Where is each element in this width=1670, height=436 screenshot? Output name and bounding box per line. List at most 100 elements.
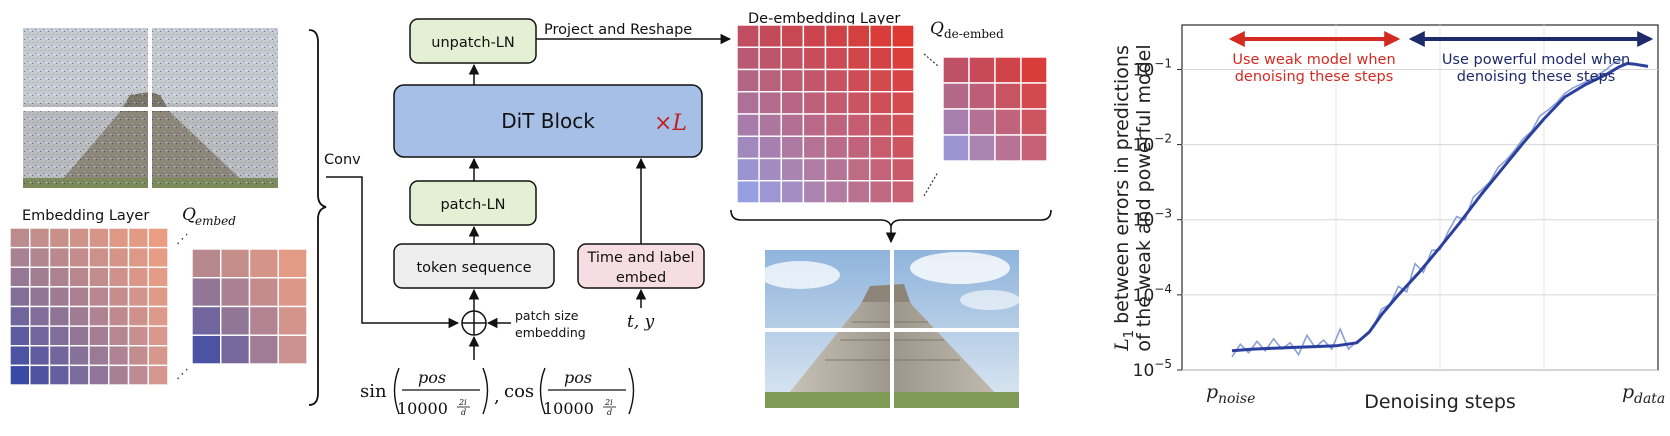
- embedding-q-matrix-cell: [248, 248, 279, 279]
- deembedding-matrix-cell: [891, 68, 915, 93]
- output-brace: [730, 209, 1052, 229]
- deembedding-matrix-cell: [824, 135, 849, 160]
- deembedding-q-matrix-cell: [1020, 82, 1048, 110]
- embedding-q-matrix-cell: [277, 334, 308, 365]
- embedding-q-matrix-cell: [191, 248, 222, 279]
- embedding-matrix-cell: [29, 266, 51, 288]
- embedding-matrix-cell: [9, 266, 31, 288]
- embedding-matrix-cell: [147, 345, 169, 367]
- deembedding-q-matrix-cell: [994, 82, 1022, 110]
- y-tick-exponent: −4: [1154, 282, 1172, 296]
- formula-pos-1: pos: [418, 368, 446, 387]
- embedding-matrix-cell: [147, 286, 169, 308]
- deembedding-q-matrix-cell: [994, 56, 1022, 84]
- add-operator: [461, 310, 487, 336]
- embedding-matrix-cell: [127, 227, 149, 249]
- embedding-q-label: Q embed: [182, 205, 236, 228]
- deembedding-matrix-cell: [780, 91, 805, 115]
- embedding-matrix-cell: [108, 246, 130, 268]
- y-tick-label: 10−4: [1133, 282, 1172, 306]
- deembedding-matrix-cell: [869, 68, 893, 93]
- deembedding-matrix-cell: [736, 46, 760, 71]
- x-axis-label: Denoising steps: [1364, 391, 1516, 413]
- positional-encoding-formula: sin pos 10000 2i d , cos pos 10000 2i d: [360, 367, 635, 418]
- embedding-matrix-cell: [88, 246, 110, 268]
- formula-exp-num-2: 2i: [604, 398, 613, 407]
- deembedding-matrix-cell: [736, 91, 760, 115]
- conv-label: Conv: [324, 152, 361, 168]
- embedding-matrix-cell: [147, 364, 169, 386]
- y-tick-label: 10−1: [1133, 56, 1172, 80]
- deembedding-matrix-cell: [802, 157, 827, 182]
- embedding-matrix-cell: [9, 305, 31, 327]
- deembedding-matrix-cell: [780, 24, 805, 48]
- embedding-q-matrix-cell: [191, 334, 222, 365]
- deembedding-matrix-cell: [891, 135, 915, 160]
- embedding-q-matrix-cell: [220, 248, 251, 279]
- embedding-matrix-cell: [108, 364, 130, 386]
- y-tick-base: 10: [1133, 136, 1155, 156]
- deembedding-matrix-cell: [869, 113, 893, 137]
- y-tick-base: 10: [1133, 286, 1155, 306]
- embedding-matrix-cell: [127, 286, 149, 308]
- deembedding-q-matrix-cell: [968, 56, 996, 84]
- deembedding-matrix-cell: [824, 180, 849, 204]
- embedding-matrix-cell: [9, 364, 31, 386]
- embedding-matrix-cell: [48, 246, 70, 268]
- y-tick-label: 10−3: [1133, 207, 1172, 231]
- time-label-line2: embed: [616, 270, 666, 286]
- strong-annotation-line2: denoising these steps: [1457, 69, 1616, 85]
- embedding-matrix-cell: [68, 345, 90, 367]
- y-axis-label-l: L: [1111, 338, 1133, 352]
- deembedding-q-matrix-cell: [1020, 56, 1048, 84]
- conv-arrow: [326, 176, 460, 329]
- formula-base-1: 10000: [397, 399, 448, 418]
- deembedding-q-matrix-cell: [1020, 134, 1048, 162]
- clean-output-image: [760, 250, 1020, 408]
- embedding-matrix-cell: [88, 266, 110, 288]
- embedding-matrix-cell: [108, 325, 130, 347]
- deembedding-matrix-cell: [846, 24, 871, 48]
- deembedding-matrix-cell: [802, 24, 827, 48]
- chart-gridlines: [1182, 25, 1658, 371]
- deembedding-matrix-cell: [846, 113, 871, 137]
- embedding-q-matrix-cell: [220, 277, 251, 308]
- embedding-matrix-cell: [29, 246, 51, 268]
- embedding-matrix-cell: [127, 246, 149, 268]
- embedding-matrix-cell: [127, 345, 149, 367]
- token-sequence-label: token sequence: [416, 260, 531, 276]
- deembedding-matrix-cell: [891, 157, 915, 182]
- deembedding-matrix-cell: [891, 46, 915, 71]
- deembedding-matrix-cell: [758, 135, 782, 160]
- deembedding-q-subscript: de-embed: [944, 27, 1004, 41]
- patch-size-line2: embedding: [515, 325, 586, 340]
- embedding-matrix-cell: [9, 286, 31, 308]
- deembedding-matrix-cell: [758, 68, 782, 93]
- y-tick-exponent: −5: [1154, 357, 1172, 371]
- deembedding-matrix-cell: [802, 46, 827, 71]
- embedding-matrix-cell: [127, 305, 149, 327]
- formula-exp-den-1: d: [461, 408, 466, 417]
- deembedding-matrix-cell: [869, 46, 893, 71]
- x-start-label: p noise: [1206, 381, 1255, 407]
- embedding-matrix: [9, 227, 169, 386]
- weak-annotation-line1: Use weak model when: [1232, 52, 1395, 68]
- formula-exp-den-2: d: [607, 408, 612, 417]
- embedding-q-matrix-cell: [191, 305, 222, 336]
- y-axis-label-sub: 1: [1122, 330, 1137, 338]
- strong-annotation-line1: Use powerful model when: [1442, 52, 1630, 68]
- patch-ln-label: patch-LN: [440, 197, 505, 213]
- deembedding-matrix-cell: [736, 157, 760, 182]
- embedding-q-subscript: embed: [195, 214, 236, 228]
- deembedding-matrix-cell: [736, 135, 760, 160]
- deembedding-matrix-cell: [846, 157, 871, 182]
- x-end-sub: data: [1634, 391, 1665, 407]
- deembedding-q-matrix-cell: [968, 108, 996, 136]
- y-tick-base: 10: [1133, 211, 1155, 231]
- embedding-matrix-cell: [88, 364, 110, 386]
- unpatch-ln-label: unpatch-LN: [431, 35, 514, 51]
- embedding-q-matrix-cell: [191, 277, 222, 308]
- embedding-q-matrix-cell: [220, 305, 251, 336]
- deembedding-matrix-cell: [758, 113, 782, 137]
- embedding-matrix-cell: [147, 246, 169, 268]
